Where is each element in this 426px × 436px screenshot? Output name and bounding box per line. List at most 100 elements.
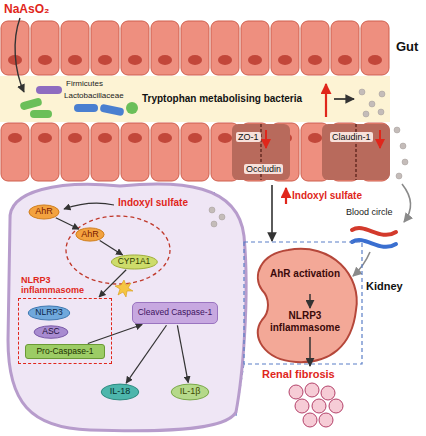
flow-arrow	[15, 18, 24, 92]
connector-arrow	[56, 218, 79, 229]
gut-epithelium	[0, 20, 390, 76]
indoxyl-particles	[219, 214, 225, 220]
ellipse-shape	[111, 255, 157, 269]
cyp1a1-gene: CYP1A1	[110, 254, 159, 270]
decrease-arrow	[266, 130, 380, 148]
nucleus-outline	[66, 216, 170, 284]
node-text: IL-1β	[180, 387, 201, 397]
fibrosis-cells	[303, 413, 317, 427]
fibrosis-cells	[305, 383, 319, 397]
bacteria-label: Firmicutes	[66, 79, 103, 88]
activation-burst	[115, 280, 133, 297]
fibrosis-cells	[321, 386, 335, 400]
metabolite-label: Indoxyl sulfate	[292, 190, 362, 202]
node-text: Cleaved Caspase-1	[138, 308, 213, 317]
fibrosis-cells	[312, 399, 326, 413]
gut-bacteria	[19, 86, 138, 118]
nucleus-outline	[66, 216, 170, 284]
gut-bacteria	[126, 102, 138, 114]
il18-cytokine: IL-18	[100, 383, 140, 401]
flow-arrow	[402, 184, 411, 222]
connector-arrow	[99, 270, 126, 297]
connector-arrow	[88, 324, 142, 343]
cleaved-caspase-box: Cleaved Caspase-1	[132, 302, 218, 324]
indoxyl-particles	[400, 143, 406, 149]
junction-label: ZO-1	[236, 132, 261, 142]
indoxyl-particles	[402, 159, 408, 165]
kidney-organ	[244, 242, 362, 366]
decrease-arrow	[265, 130, 267, 148]
node-text: AhR	[81, 230, 99, 240]
kidney-organ	[309, 294, 311, 308]
indoxyl-particles	[394, 127, 400, 133]
il1b-cytokine: IL-1β	[170, 383, 210, 401]
ahr-protein: AhR	[75, 227, 105, 242]
organ-label: Kidney	[366, 280, 403, 293]
gut-bacteria	[19, 97, 42, 110]
bacteria-label: Lactobacillaceae	[64, 91, 124, 100]
blood-vessel	[352, 240, 396, 247]
gut-epithelium	[0, 76, 390, 122]
junction-label: Occludin	[244, 164, 283, 174]
blood-vessel	[352, 228, 396, 235]
increase-arrow	[325, 84, 327, 117]
indoxyl-particles	[378, 109, 384, 115]
gut-bacteria	[99, 104, 124, 117]
gut-epithelium	[232, 124, 290, 180]
chemical-label: NaAsO₂	[4, 3, 49, 17]
activation-burst	[115, 280, 133, 297]
node-text: Pro-Caspase-1	[36, 347, 93, 356]
indoxyl-particles	[209, 207, 225, 227]
ellipse-shape	[28, 306, 69, 320]
node-text: AhR	[35, 207, 53, 217]
kidney-organ	[244, 242, 362, 364]
connector-arrow	[126, 325, 166, 383]
inflammasome-box: NLRP3 inflammasomeNLRP3ASCPro-Caspase-1	[18, 298, 112, 364]
fibrosis-cells	[319, 413, 333, 427]
connector-arrow	[100, 241, 123, 255]
decrease-arrow	[379, 130, 381, 148]
ellipse-shape	[101, 384, 139, 400]
indoxyl-particles	[359, 89, 365, 95]
pro-caspase-box: Pro-Caspase-1	[25, 344, 105, 359]
vessel-label: Blood circle	[346, 207, 393, 217]
node-text: ASC	[42, 327, 59, 336]
connector-arrow	[177, 325, 188, 382]
nlrp3-protein: NLRP3	[27, 305, 71, 321]
uptake-arrow	[64, 203, 114, 209]
bacteria-heading: Tryptophan metabolising bacteria	[142, 93, 302, 105]
metabolite-label: Indoxyl sulfate	[118, 197, 188, 209]
ellipse-shape	[76, 228, 104, 241]
flow-arrow	[334, 98, 354, 100]
gut-epithelium	[0, 20, 390, 182]
kidney-organ	[309, 337, 311, 366]
fibrosis-cells	[289, 385, 303, 399]
indoxyl-particles	[211, 221, 217, 227]
organ-label: Gut	[396, 40, 418, 55]
ahr-protein: AhR	[28, 204, 60, 220]
gut-epithelium	[0, 122, 390, 182]
cell-membrane	[8, 184, 246, 431]
outcome-label: Renal fibrosis	[262, 368, 335, 381]
fibrosis-cells	[295, 399, 309, 413]
indoxyl-particles	[396, 173, 402, 179]
increase-arrow	[285, 188, 287, 204]
fibrosis-cells	[329, 399, 343, 413]
gut-bacteria	[74, 104, 98, 112]
ellipse-shape	[171, 384, 209, 400]
node-text: NLRP3	[35, 308, 62, 317]
indoxyl-particles	[363, 111, 369, 117]
ellipse-shape	[34, 326, 68, 338]
flow-arrow	[271, 185, 273, 241]
uptake-arrow	[64, 203, 114, 209]
ellipse-shape	[29, 205, 59, 219]
blood-vessel	[352, 228, 396, 247]
group-heading: NLRP3 inflammasome	[21, 276, 105, 296]
node-text: IL-18	[110, 387, 131, 397]
asc-protein: ASC	[33, 325, 69, 339]
kidney-organ	[258, 249, 357, 362]
node-text: CYP1A1	[118, 257, 151, 266]
gut-bacteria	[36, 86, 62, 94]
